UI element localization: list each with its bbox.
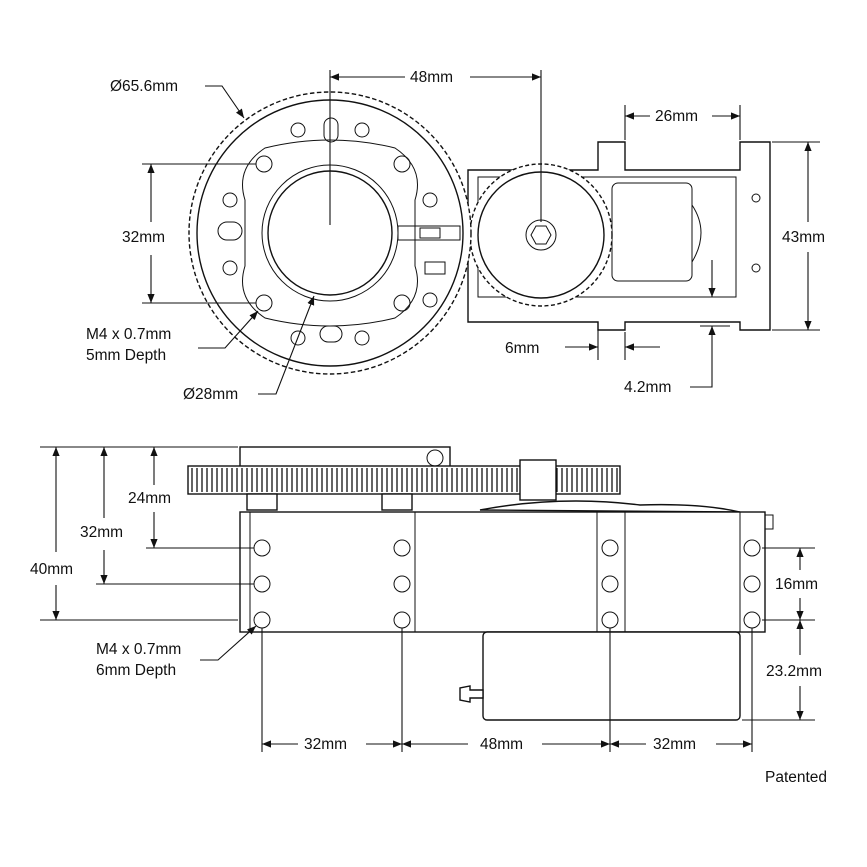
hole-spacing-label: 32mm bbox=[122, 229, 166, 246]
row-spacing-label: 16mm bbox=[775, 576, 819, 593]
gear-hole bbox=[290, 122, 306, 138]
gear-slot bbox=[323, 117, 339, 143]
servo-width-label: 26mm bbox=[655, 108, 699, 125]
spacer bbox=[246, 493, 278, 511]
servo-bearing-bump bbox=[691, 204, 702, 263]
servo-mount-hole bbox=[751, 263, 761, 273]
tab-offset-label: 4.2mm bbox=[624, 379, 672, 396]
gear-teeth bbox=[191, 468, 618, 492]
hex-hub bbox=[530, 225, 552, 245]
patented-note: Patented bbox=[765, 769, 828, 786]
clamp-slot-lower bbox=[424, 261, 446, 275]
clamp-screw bbox=[419, 227, 441, 239]
hub-plate bbox=[242, 139, 418, 327]
spacer bbox=[381, 493, 413, 511]
pinion-hub bbox=[519, 459, 557, 501]
gear-hole bbox=[354, 122, 370, 138]
gear-slot bbox=[217, 221, 243, 241]
gear-hole bbox=[354, 330, 370, 346]
right-spacing-label: 32mm bbox=[653, 736, 697, 753]
side-tapped-hole-label-1: M4 x 0.7mm bbox=[96, 641, 182, 658]
tapped-hole-label-1: M4 x 0.7mm bbox=[86, 326, 172, 343]
gear-hole bbox=[222, 192, 238, 208]
gear-hole bbox=[422, 292, 438, 308]
servo-channel-body bbox=[239, 511, 766, 633]
middle-spacing-label: 48mm bbox=[480, 736, 524, 753]
side-view bbox=[40, 446, 815, 752]
pinion-gear bbox=[469, 163, 613, 307]
hub-hole bbox=[393, 155, 411, 173]
side-tapped-hole-label-2: 6mm Depth bbox=[96, 662, 177, 679]
gear-hole bbox=[422, 192, 438, 208]
gear-hole bbox=[290, 330, 306, 346]
servo-lower-case bbox=[482, 631, 741, 721]
servo-height-label: 43mm bbox=[782, 229, 826, 246]
large-gear bbox=[188, 91, 472, 375]
servo-mount-hole bbox=[751, 193, 761, 203]
servo-top-plate bbox=[479, 500, 741, 513]
gear-diameter-label: Ø65.6mm bbox=[110, 78, 179, 95]
tapped-hole-label-2: 5mm Depth bbox=[86, 347, 167, 364]
tab-width-label: 6mm bbox=[505, 340, 540, 357]
cable-exit bbox=[459, 685, 484, 703]
lower-body-label: 23.2mm bbox=[766, 663, 822, 680]
center-distance-label: 48mm bbox=[410, 69, 454, 86]
bore-diameter-label: Ø28mm bbox=[183, 386, 239, 403]
overall-height-label: 40mm bbox=[30, 561, 74, 578]
hole-height-label: 32mm bbox=[80, 524, 124, 541]
clamp-slot bbox=[397, 225, 461, 241]
gear-height-label: 24mm bbox=[128, 490, 172, 507]
left-spacing-label: 32mm bbox=[304, 736, 348, 753]
hub-hole bbox=[393, 294, 411, 312]
top-view bbox=[142, 70, 820, 395]
gear-hole bbox=[222, 260, 238, 276]
gear-slot bbox=[319, 325, 343, 343]
